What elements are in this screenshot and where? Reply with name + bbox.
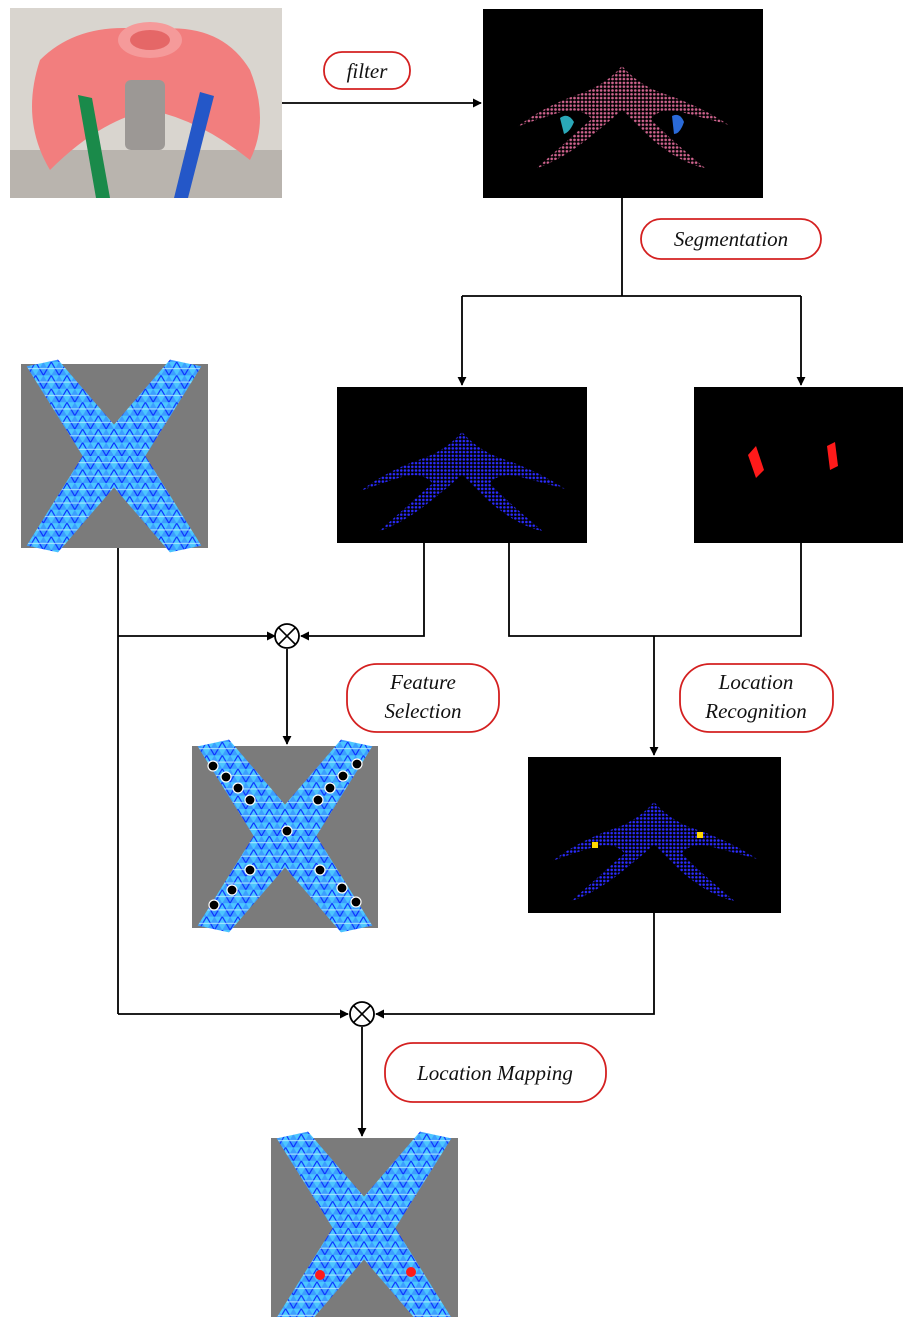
connectors	[117, 98, 806, 1137]
segmented-pens-panel	[694, 387, 903, 543]
photo-panel	[10, 8, 282, 198]
label-feature-selection-line2: Selection	[385, 699, 462, 723]
mapped-mesh-panel	[271, 1131, 458, 1317]
label-location-recognition-line2: Recognition	[704, 699, 806, 723]
feature-mesh-panel	[192, 739, 378, 933]
label-filter-text: filter	[347, 59, 389, 83]
recognized-location-panel	[528, 757, 781, 913]
label-location-recognition-line1: Location	[718, 670, 794, 694]
segmented-model-panel	[337, 387, 587, 543]
label-feature-selection-line1: Feature	[389, 670, 456, 694]
mesh-panel-reference	[21, 359, 208, 553]
label-location-mapping: Location Mapping	[384, 1042, 607, 1103]
label-feature-selection: Feature Selection	[346, 663, 500, 733]
label-location-recognition: Location Recognition	[679, 663, 834, 733]
filtered-cloud-panel	[483, 9, 763, 198]
circle-times-icon	[349, 1001, 375, 1027]
label-filter: filter	[323, 51, 411, 90]
label-segmentation-text: Segmentation	[674, 227, 788, 251]
label-location-mapping-text: Location Mapping	[416, 1061, 573, 1085]
circle-times-icon	[274, 623, 300, 649]
label-segmentation: Segmentation	[640, 218, 822, 260]
